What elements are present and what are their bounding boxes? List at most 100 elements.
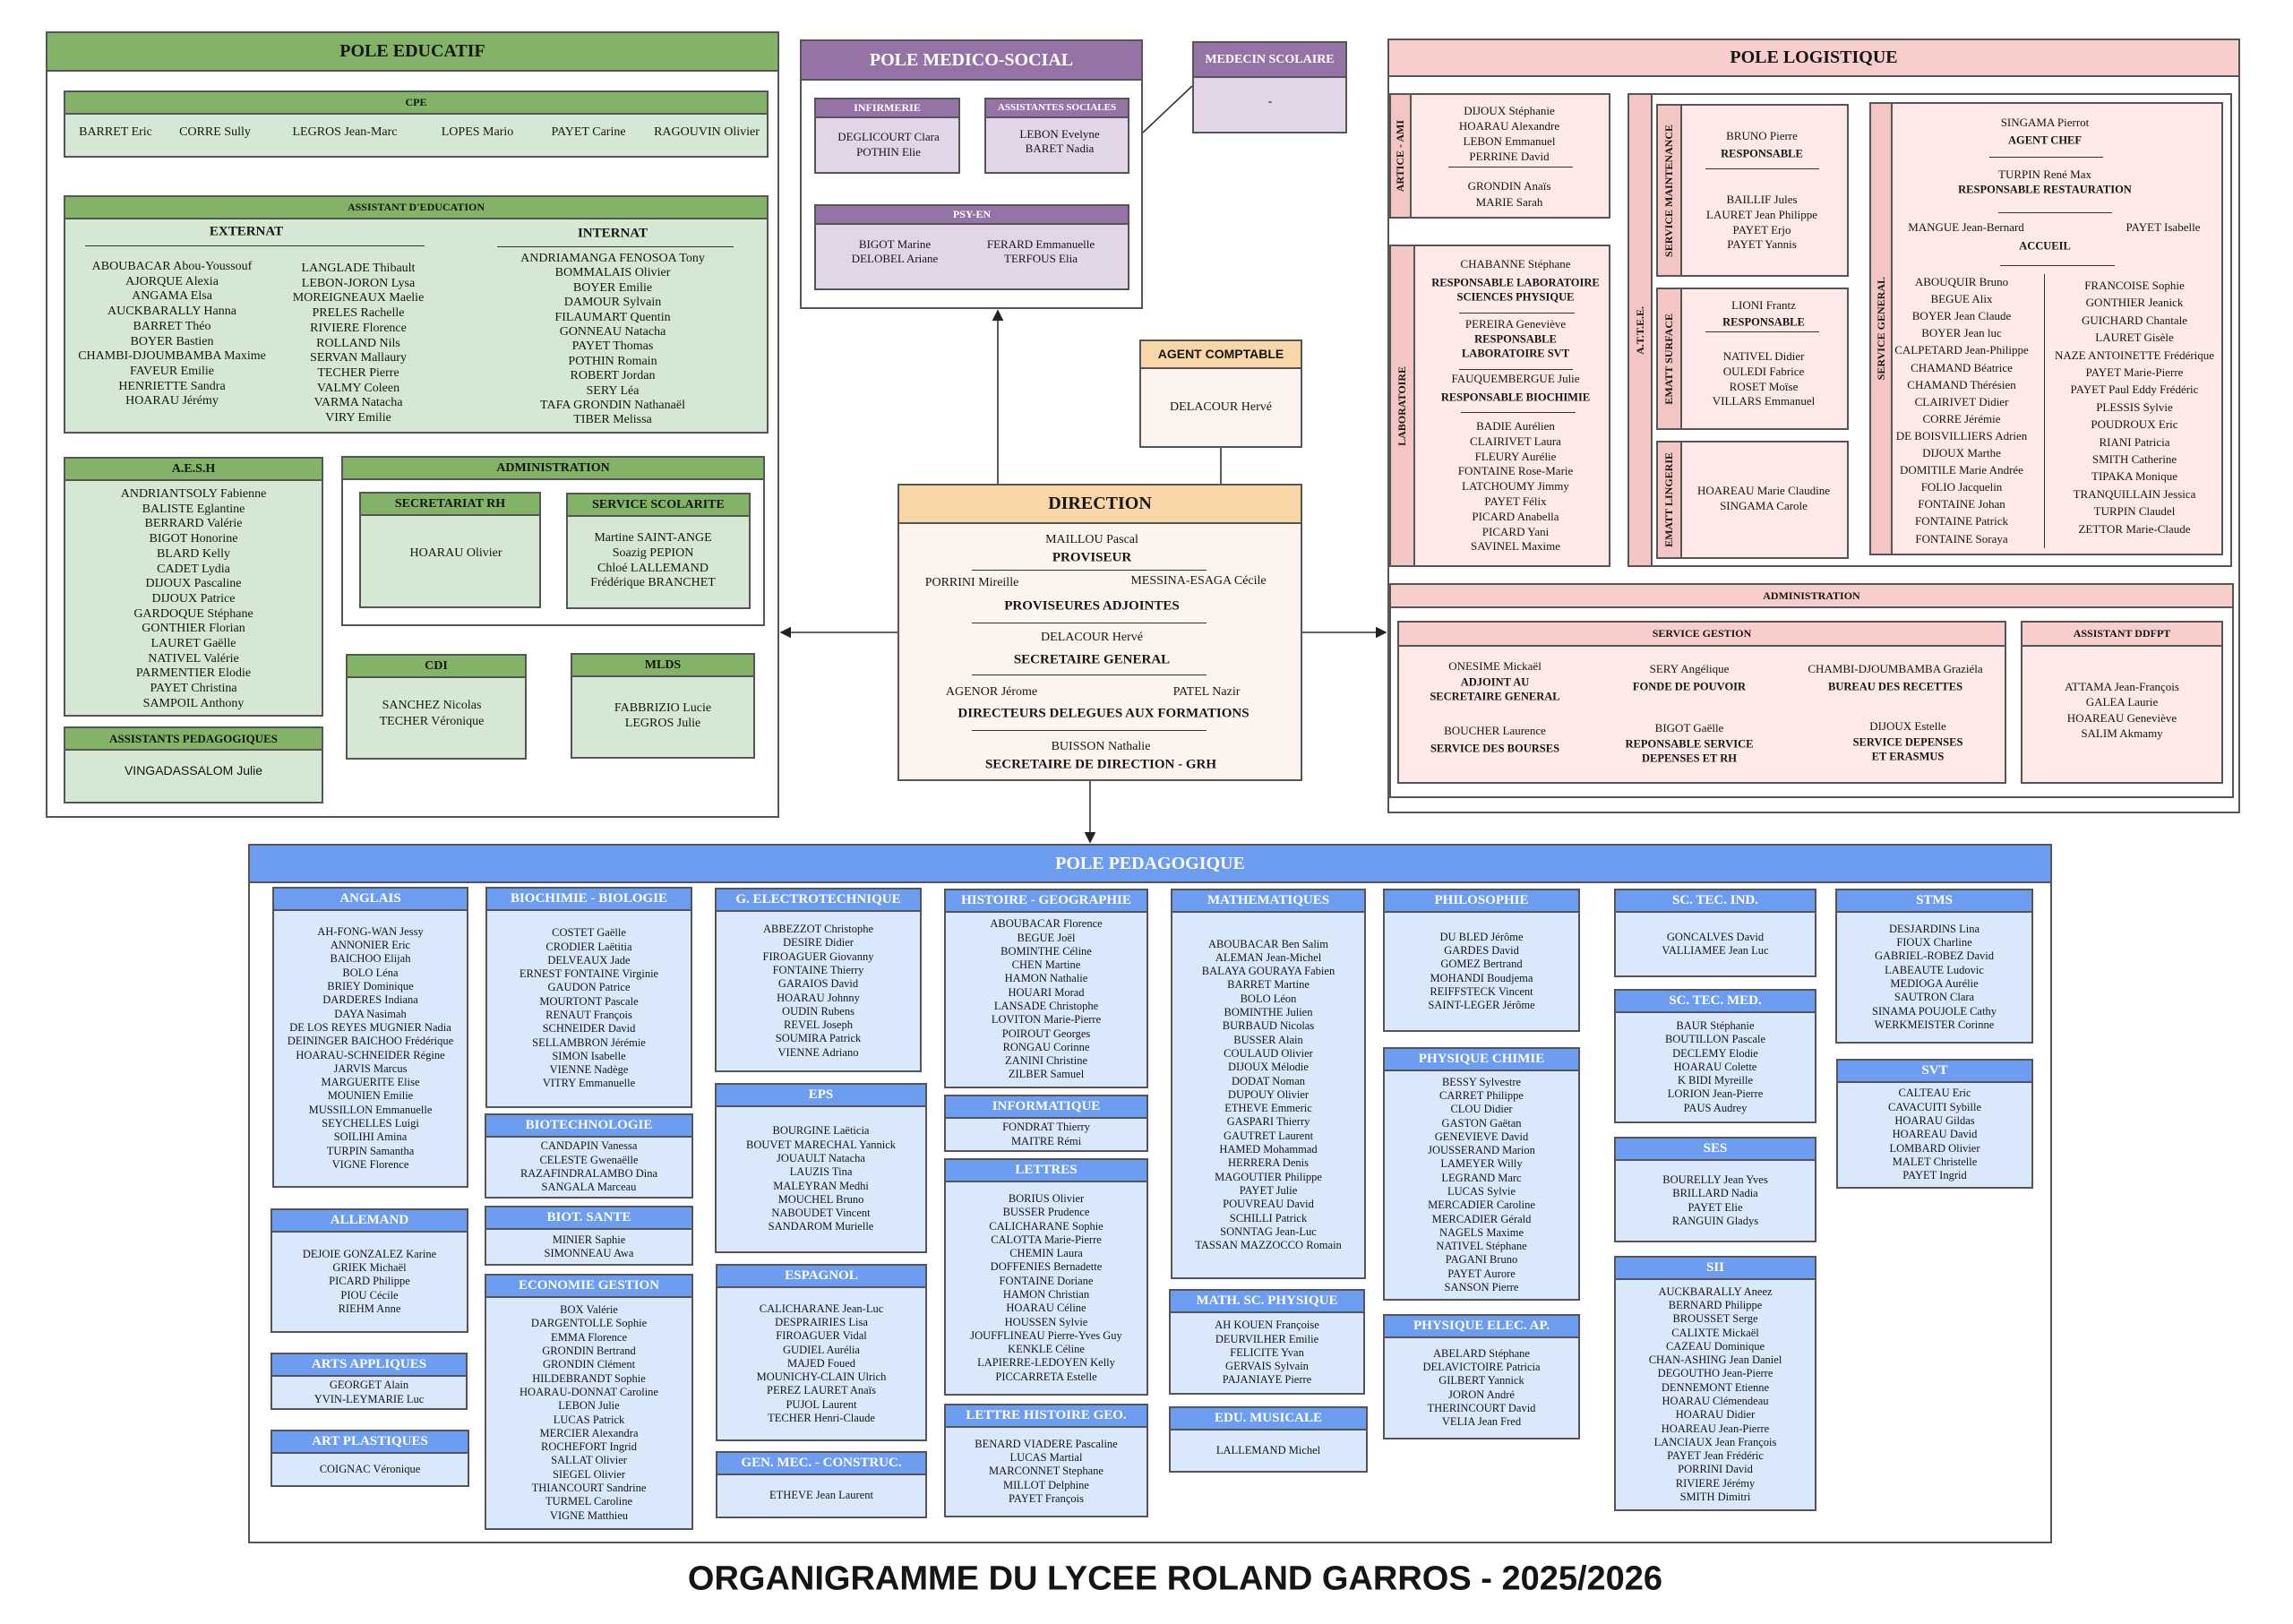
- proviseures-adjointes-role: PROVISEURES ADJOINTES: [1004, 598, 1180, 614]
- subject-box-header: PHYSIQUE CHIMIE: [1385, 1049, 1578, 1071]
- subject-member: MEDIOGA Aurélie: [1890, 977, 1979, 990]
- aesh-box: A.E.S.H: [64, 457, 323, 717]
- subject-member: VIGNE Florence: [331, 1157, 409, 1171]
- logistique-administration-box-title: ADMINISTRATION: [1763, 589, 1860, 602]
- subject-member: CHEN Martine: [1011, 958, 1081, 972]
- laboratoire-box: LABORATOIRE: [1389, 245, 1610, 567]
- service-general-member: BOYER Jean Claude: [1911, 309, 2012, 323]
- subject-member: PAYET Aurore: [1447, 1267, 1516, 1280]
- subject-box-title: GEN. MEC. - CONSTRUC.: [741, 1456, 902, 1470]
- subject-box-title: ARTS APPLIQUES: [311, 1357, 427, 1371]
- cpe-box-title: CPE: [405, 96, 427, 108]
- subject-member: CHEMIN Laura: [1009, 1247, 1083, 1260]
- artice-ami-member: LEBON Emmanuel: [1463, 134, 1556, 148]
- subject-member: RAZAFINDRALAMBO Dina: [520, 1167, 658, 1180]
- internat-member: BOMMALAIS Olivier: [554, 266, 671, 280]
- artice-ami-box-label: ARTICE - AMI: [1394, 119, 1406, 193]
- service-general-member: FOLIO Jacquelin: [1920, 480, 2003, 494]
- internat-member: DAMOUR Sylvain: [563, 296, 662, 310]
- pole-logistique-header: POLE LOGISTIQUE: [1389, 40, 2238, 77]
- subject-member: GRIEK Michaël: [332, 1261, 407, 1275]
- subject-member: BUSSER Prudence: [1002, 1206, 1090, 1219]
- subject-member: LANSADE Christophe: [993, 1000, 1099, 1012]
- internat-member: ANDRIAMANGA FENOSOA Tony: [520, 252, 705, 265]
- subject-member: FONDRAT Thierry: [1002, 1121, 1090, 1134]
- subject-member: MUSSILLON Emmanuelle: [308, 1103, 433, 1116]
- separator-line: [1998, 212, 2112, 213]
- subject-member: VALLIAMEE Jean Luc: [1662, 944, 1769, 957]
- subject-box-header: ESPAGNOL: [717, 1266, 925, 1288]
- externat-member: MOREIGNEAUX Maelie: [292, 291, 425, 305]
- subject-member: DENNEMONT Etienne: [1661, 1380, 1770, 1394]
- subject-member: CALIXTE Mickaël: [1671, 1326, 1759, 1339]
- surface-member: NATIVEL Didier: [1722, 349, 1805, 363]
- subject-box-title: PHILOSOPHIE: [1434, 893, 1529, 907]
- subject-member: ERNEST FONTAINE Virginie: [519, 967, 659, 981]
- subject-box-title: ESPAGNOL: [785, 1268, 858, 1283]
- cdi-member: SANCHEZ Nicolas: [382, 699, 482, 712]
- subject-member: MERCADIER Gérald: [1431, 1212, 1532, 1225]
- externat-member: RIVIERE Florence: [310, 321, 407, 335]
- attee-box-label: A.T.T.E.E.: [1633, 305, 1646, 355]
- subject-member: FONTAINE Thierry: [772, 963, 864, 976]
- service-general-member: BEGUE Alix: [1930, 292, 1993, 306]
- subject-box-title: SC. TEC. MED.: [1669, 993, 1762, 1008]
- service-gestion-box-title: SERVICE GESTION: [1652, 627, 1752, 640]
- separator-line: [1459, 369, 1573, 370]
- assistantes-sociales-box-title: ASSISTANTES SOCIALES: [997, 102, 1117, 113]
- subject-member: FIROAGUER Vidal: [776, 1329, 867, 1343]
- secretaire-direction-name: BUISSON Nathalie: [1051, 740, 1151, 753]
- subject-box-header: PHYSIQUE ELEC. AP.: [1385, 1316, 1578, 1338]
- separator-line: [2000, 265, 2115, 266]
- laboratoire-member: LATCHOUMY Jimmy: [1462, 479, 1569, 494]
- laboratoire-member: BADIE Aurélien: [1476, 419, 1555, 433]
- subject-box-title: STMS: [1916, 893, 1953, 907]
- subject-member: POIROUT Georges: [1001, 1027, 1091, 1040]
- subject-member: MARGUERITE Elise: [321, 1076, 420, 1089]
- subject-member: HOAREAU David: [1892, 1128, 1978, 1141]
- subject-box-title: ALLEMAND: [330, 1213, 409, 1227]
- subject-member: YVIN-LEYMARIE Luc: [313, 1392, 425, 1405]
- separator-line: [972, 730, 1207, 731]
- externat-member: ABOUBACAR Abou-Youssouf: [91, 260, 253, 273]
- agent-chef-name: SINGAMA Pierrot: [2000, 116, 2090, 129]
- separator-line: [1705, 331, 1819, 332]
- service-general-member: DIJOUX Marthe: [1922, 446, 2001, 460]
- subject-member: HOUSSEN Sylvie: [1004, 1315, 1088, 1328]
- service-gestion-role: SECRETAIRE GENERAL: [1430, 690, 1560, 703]
- subject-member: BOLO Léna: [342, 966, 399, 979]
- lingerie-member: HOAREAU Marie Claudine: [1696, 484, 1831, 497]
- subject-member: GABRIEL-ROBEZ David: [1875, 949, 1994, 963]
- laboratoire-member: PAYET Félix: [1484, 494, 1547, 508]
- service-general-member: FONTAINE Patrick: [1914, 514, 2009, 528]
- subject-member: MAJED Foued: [786, 1356, 856, 1370]
- psy-en-member: DELOBEL Ariane: [851, 252, 939, 265]
- subject-member: ABOUBACAR Florence: [990, 917, 1103, 931]
- subject-member: KENKLE Céline: [1008, 1343, 1085, 1356]
- subject-member: RENAUT François: [545, 1009, 632, 1021]
- direction-box-title: DIRECTION: [1048, 494, 1152, 513]
- assistante-sociale-member: BARET Nadia: [1025, 142, 1095, 155]
- mlds-box-title: MLDS: [644, 658, 682, 672]
- service-general-box-label: SERVICE GENERAL: [1874, 277, 1887, 381]
- subject-member: GOMEZ Bertrand: [1440, 958, 1523, 971]
- subject-box-header: SII: [1616, 1258, 1815, 1280]
- subject-member: RANGUIN Gladys: [1671, 1214, 1759, 1227]
- separator-line: [1459, 313, 1575, 314]
- subject-box-header: SC. TEC. MED.: [1616, 991, 1815, 1013]
- aesh-member: DIJOUX Patrice: [151, 591, 236, 606]
- subject-member: BROUSSET Serge: [1672, 1312, 1758, 1326]
- subject-member: CALTEAU Eric: [1898, 1087, 1971, 1100]
- aesh-box-header: A.E.S.H: [65, 459, 322, 481]
- direction-box: DIRECTION: [897, 484, 1302, 781]
- laboratoire-responsable-role: SCIENCES PHYSIQUE: [1456, 290, 1575, 304]
- subject-member: HOARAU Didier: [1675, 1408, 1756, 1422]
- subject-member: GAUTRET Laurent: [1223, 1129, 1314, 1142]
